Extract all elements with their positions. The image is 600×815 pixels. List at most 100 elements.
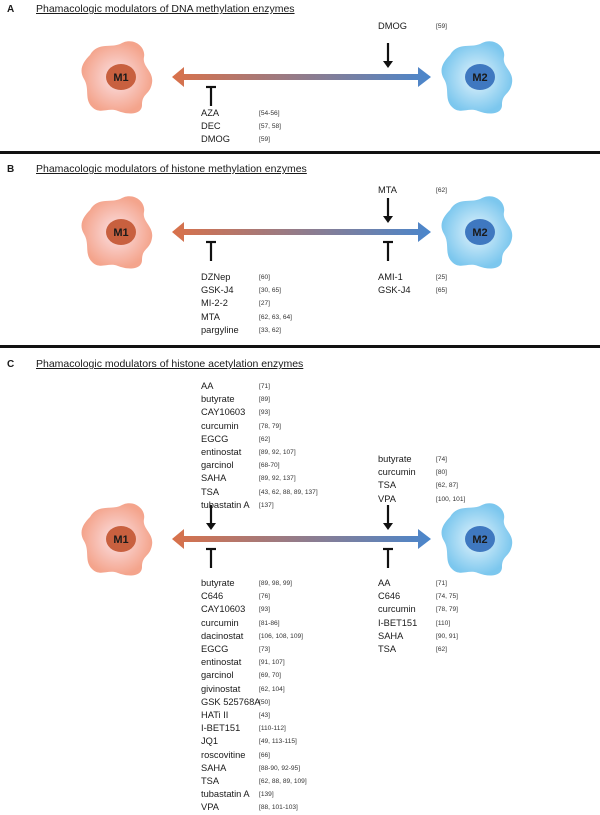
inhibition-bar-icon — [383, 547, 393, 568]
m2-label: M2 — [472, 534, 487, 546]
list-item: SAHA [90, 91] — [378, 630, 458, 643]
list-item: garcinol[68-70] — [201, 459, 318, 472]
reference: [89, 92, 137] — [259, 475, 296, 483]
reference: [91, 107] — [259, 659, 285, 667]
list-item: CAY10603[93] — [201, 406, 318, 419]
list-item: EGCG[62] — [201, 433, 318, 446]
drug-name: DZNep — [201, 272, 231, 282]
drug-name: roscovitine — [201, 749, 246, 760]
drug-name: tubastatin A — [201, 789, 250, 800]
polarization-double-arrow — [172, 67, 431, 87]
drug-name: AMI-1 — [378, 272, 403, 282]
list-item: pargyline [33, 62] — [201, 324, 292, 337]
drug-name: SAHA — [378, 630, 404, 641]
panel-c: C Phamacologic modulators of histone ace… — [0, 349, 600, 812]
inhibitor-list-bottom-right: AA[71] C646[74, 75] curcumin[78, 79] I-B… — [378, 577, 458, 656]
drug-name: MTA — [378, 185, 397, 195]
reference: [27] — [259, 300, 270, 308]
activator-list-top-right: butyrate[74] curcumin[80] TSA[62, 87] VP… — [378, 453, 465, 506]
drug-name: curcumin — [201, 617, 239, 628]
reference: [59] — [259, 136, 270, 144]
drug-name: I-BET151 — [378, 617, 418, 628]
panel-divider — [0, 345, 600, 348]
reference: [93] — [259, 606, 270, 614]
list-item: GSK-J4[65] — [378, 284, 447, 297]
drug-name: tubastatin A — [201, 499, 250, 510]
list-item: entinostat [91, 107] — [201, 656, 307, 669]
list-item: curcumin[78, 79] — [378, 603, 458, 616]
activator-list-top-right: DMOG [59] — [378, 20, 447, 33]
list-item: garcinol[69, 70] — [201, 669, 307, 682]
drug-name: DMOG — [378, 21, 407, 31]
reference: [57, 58] — [259, 123, 281, 131]
reference: [74] — [436, 456, 447, 463]
reference: [71] — [436, 580, 447, 587]
inhibition-bar-icon — [206, 547, 216, 568]
drug-name: butyrate — [378, 454, 412, 464]
reference: [54-56] — [259, 110, 280, 117]
activation-arrow-icon — [383, 198, 393, 223]
drug-name: GSK-J4 — [201, 285, 234, 296]
list-item: I-BET151[110-112] — [201, 722, 307, 735]
panel-b: B Phamacologic modulators of histone met… — [0, 155, 600, 345]
reference: [62, 63, 64] — [259, 313, 292, 321]
reference: [74, 75] — [436, 593, 458, 601]
reference: [30, 65] — [259, 287, 281, 295]
list-item: EGCG[73] — [201, 643, 307, 656]
reference: [89, 92, 107] — [259, 449, 296, 457]
list-item: TSA[62, 88, 89, 109] — [201, 775, 307, 788]
m2-macrophage-icon: M2 — [441, 503, 513, 576]
reference: [80] — [436, 469, 447, 477]
list-item: AA[71] — [201, 380, 318, 393]
drug-name: MI-2-2 — [201, 298, 228, 309]
drug-name: EGCG — [201, 644, 229, 655]
drug-name: SAHA — [201, 473, 227, 484]
list-item: DMOG[59] — [201, 133, 281, 146]
reference: [62, 87] — [436, 482, 458, 490]
activator-list-top-left: AA[71] butyrate[89] CAY10603[93] curcumi… — [201, 380, 318, 512]
list-item: CAY10603 [93] — [201, 603, 307, 616]
reference: [78, 79] — [259, 422, 281, 430]
drug-name: DEC — [201, 121, 221, 132]
reference: [65] — [436, 287, 447, 295]
drug-name: entinostat — [201, 657, 242, 668]
polarization-double-arrow — [172, 222, 431, 242]
drug-name: curcumin — [378, 467, 416, 478]
list-item: TSA[62, 87] — [378, 479, 465, 492]
inhibition-bar-icon — [206, 85, 216, 106]
list-item: VPA[88, 101-103] — [201, 801, 307, 814]
m1-macrophage-icon: M1 — [81, 503, 153, 576]
reference: [66] — [259, 751, 270, 759]
drug-name: entinostat — [201, 447, 242, 458]
drug-name: curcumin — [378, 604, 416, 615]
reference: [33, 62] — [259, 326, 281, 334]
reference: [76] — [259, 593, 270, 601]
reference: [93] — [259, 409, 270, 417]
m2-label: M2 — [472, 227, 487, 239]
drug-name: VPA — [201, 802, 219, 813]
drug-name: TSA — [201, 776, 220, 787]
m2-label: M2 — [472, 72, 487, 84]
drug-name: EGCG — [201, 433, 229, 444]
list-item: entinostat [89, 92, 107] — [201, 446, 318, 459]
reference: [43] — [259, 712, 270, 720]
reference: [110-112] — [259, 725, 286, 733]
drug-name: pargyline — [201, 324, 239, 335]
reference: [62, 104] — [259, 685, 285, 693]
m1-label: M1 — [113, 72, 128, 84]
drug-name: CAY10603 — [201, 604, 246, 615]
list-item: curcumin [80] — [378, 466, 465, 479]
panel-title: Phamacologic modulators of DNA methylati… — [36, 3, 295, 15]
drug-name: curcumin — [201, 420, 239, 431]
m1-label: M1 — [113, 227, 128, 239]
reference: [59] — [436, 23, 447, 30]
reference: [90, 91] — [436, 632, 458, 640]
drug-name: JQ1 — [201, 736, 219, 747]
reference: [71] — [259, 383, 270, 390]
list-item: DEC [57, 58] — [201, 120, 281, 133]
drug-name: MTA — [201, 311, 220, 322]
polarization-double-arrow — [172, 529, 431, 549]
inhibition-bar-icon — [383, 240, 393, 261]
m1-label: M1 — [113, 534, 128, 546]
list-item: JQ1[49, 113-115] — [201, 735, 307, 748]
